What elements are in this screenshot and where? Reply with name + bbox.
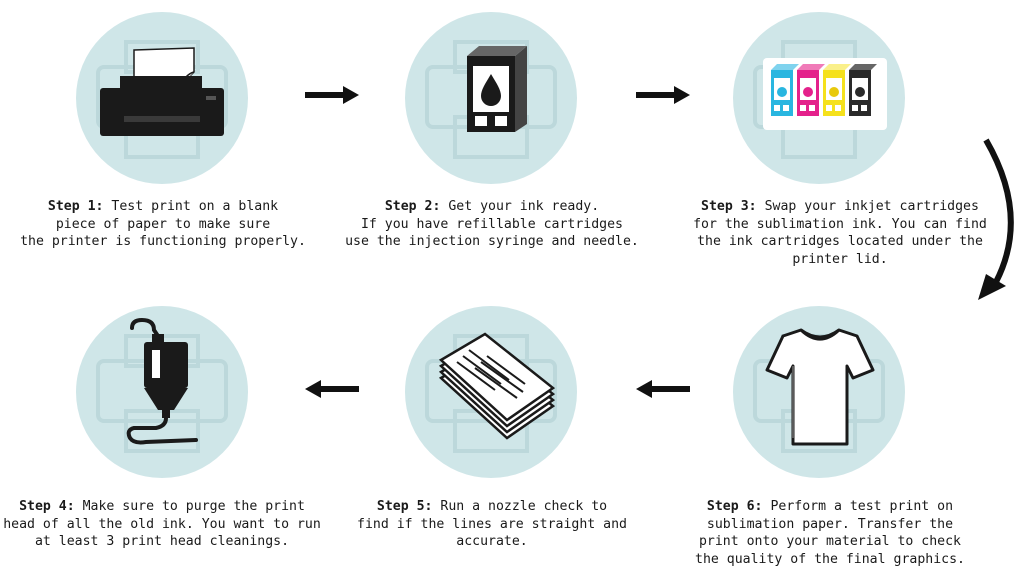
step-label: Step 1: — [47, 199, 104, 214]
step-3-caption: Step 3: Swap your inkjet cartridges for … — [680, 198, 1000, 268]
step-label: Step 2: — [384, 199, 441, 214]
arrow-right-1 — [305, 86, 359, 104]
step-text: Swap your inkjet cartridges for the subl… — [693, 199, 987, 267]
step-label: Step 4: — [19, 499, 75, 514]
printer-icon — [96, 40, 228, 159]
step-text: Make sure to purge the print head of all… — [3, 499, 321, 550]
step-1-caption: Step 1: Test print on a blank piece of p… — [8, 198, 318, 251]
yellow-cartridge — [823, 64, 851, 116]
arrow-right-2 — [636, 86, 690, 104]
print-head-icon — [96, 317, 228, 453]
arrow-curved-down — [978, 138, 1014, 300]
step-label: Step 6: — [706, 499, 763, 514]
step-text: Run a nozzle check to find if the lines … — [357, 499, 627, 550]
step-5-circle — [405, 306, 577, 478]
black-cartridge — [849, 64, 877, 116]
step-5-caption: Step 5: Run a nozzle check to find if th… — [340, 498, 644, 551]
step-4-caption: Step 4: Make sure to purge the print hea… — [0, 498, 324, 551]
ink-cartridge-icon — [425, 40, 557, 159]
tshirt-icon — [753, 328, 885, 453]
step-4-circle — [76, 306, 248, 478]
arrow-left-2 — [305, 380, 359, 398]
step-1-circle — [76, 12, 248, 184]
step-3-circle — [733, 12, 905, 184]
step-text: Get your ink ready. If you have refillab… — [345, 199, 639, 250]
step-text: Test print on a blank piece of paper to … — [20, 199, 306, 250]
step-6-caption: Step 6: Perform a test print on sublimat… — [676, 498, 984, 568]
step-2-caption: Step 2: Get your ink ready. If you have … — [334, 198, 650, 251]
cyan-cartridge — [771, 64, 799, 116]
step-label: Step 3: — [701, 199, 757, 214]
step-label: Step 5: — [376, 499, 433, 514]
paper-stack-icon — [425, 332, 557, 453]
step-2-circle — [405, 12, 577, 184]
step-text: Perform a test print on sublimation pape… — [695, 499, 965, 567]
arrow-left-1 — [636, 380, 690, 398]
step-6-circle — [733, 306, 905, 478]
cmyk-cartridges-icon — [753, 40, 887, 159]
magenta-cartridge — [797, 64, 825, 116]
